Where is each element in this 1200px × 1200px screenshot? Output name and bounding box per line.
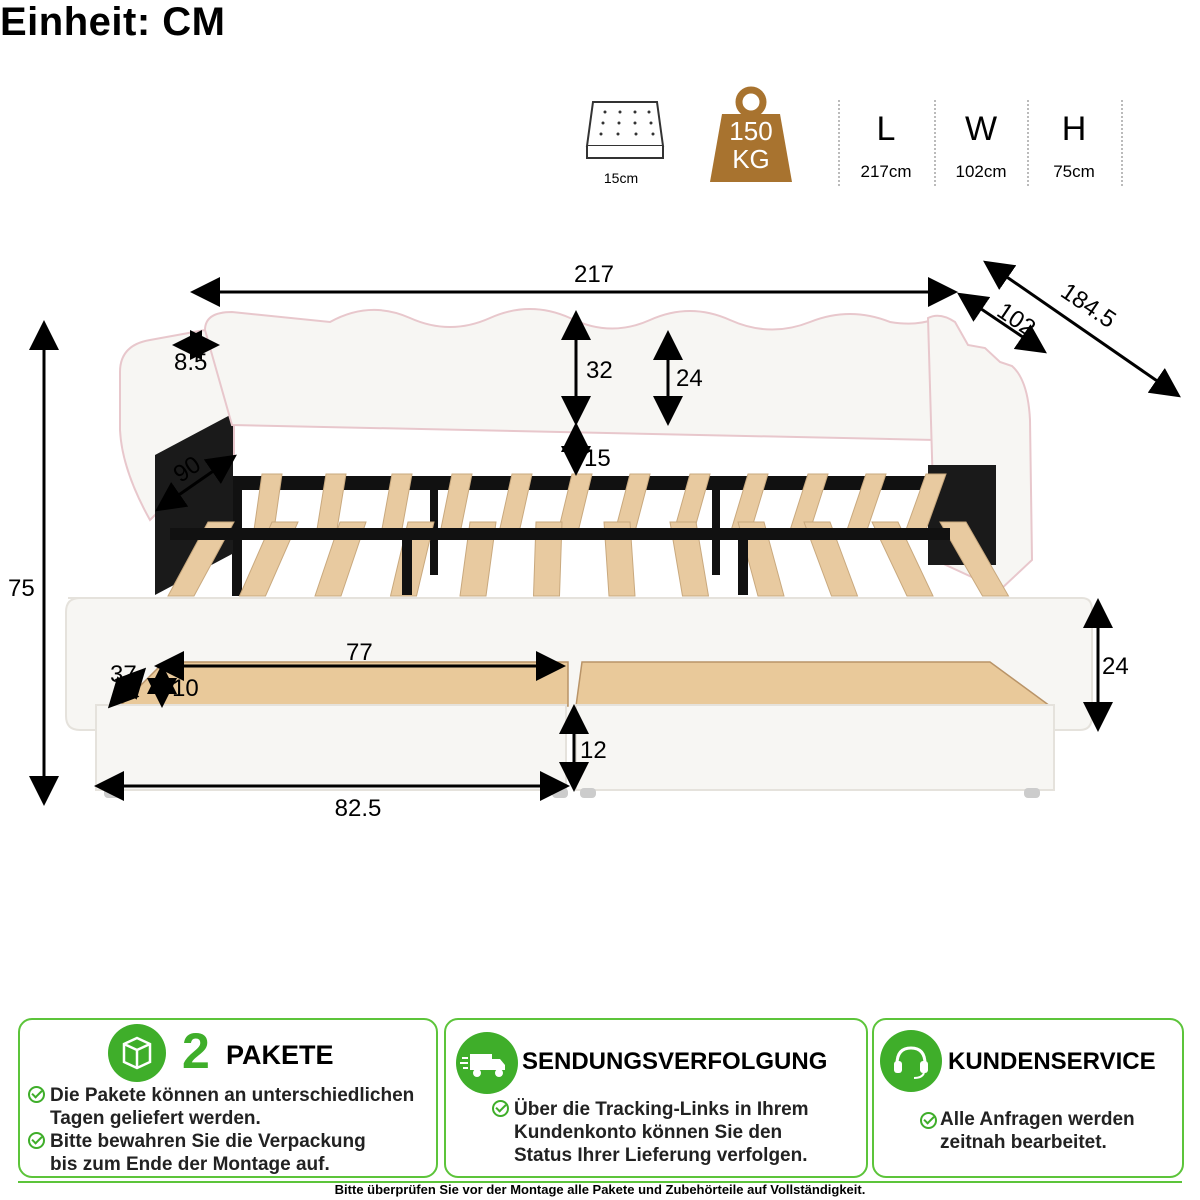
unit-title: Einheit: CM <box>0 0 226 44</box>
frame-leg <box>402 535 412 595</box>
slat <box>803 521 859 597</box>
front-frame-bar <box>170 528 950 540</box>
weight-icon <box>710 86 792 182</box>
dim-gap: 15 <box>584 445 611 472</box>
slat-group <box>167 473 1010 597</box>
height-value: 75cm <box>1053 162 1095 181</box>
daybed-diagram: 217 102 184.5 75 8.5 32 24 15 90 24 77 3… <box>8 260 1181 822</box>
service-panel: KUNDENSERVICE Alle Anfragen werden zeitn… <box>872 1018 1184 1178</box>
mattress-icon <box>585 101 665 159</box>
mattress-label: 15cm <box>603 170 639 186</box>
slat <box>389 521 435 597</box>
footer-note: Bitte überprüfen Sie vor der Montage all… <box>334 1182 866 1197</box>
left-drawer <box>95 661 569 798</box>
dim-total-height: 75 <box>8 575 35 602</box>
spec-divider <box>934 100 936 186</box>
packages-bullet-2: Bitte bewahren Sie die Verpackung bis zu… <box>50 1131 366 1175</box>
dim-depth: 102 <box>992 297 1040 342</box>
delivery-truck-icon <box>456 1032 518 1094</box>
dimension-lines <box>29 260 1181 806</box>
backrest <box>203 308 937 442</box>
right-drawer <box>575 661 1055 798</box>
length-value: 217cm <box>860 162 912 181</box>
check-icon <box>28 1132 45 1149</box>
packages-title: PAKETE <box>226 1040 334 1070</box>
slat <box>939 521 1010 597</box>
spec-divider <box>838 100 840 186</box>
slat <box>669 521 710 597</box>
weight-value: 150 <box>729 116 773 146</box>
weight-unit: KG <box>732 144 770 174</box>
packages-panel: 2 PAKETE Die Pakete können an unterschie… <box>18 1018 438 1178</box>
check-icon <box>492 1100 509 1117</box>
frame-leg <box>738 535 748 595</box>
footer-divider <box>18 1181 1182 1183</box>
spec-divider <box>1121 100 1123 186</box>
slat <box>532 521 563 597</box>
check-icon <box>28 1086 45 1103</box>
service-title: KUNDENSERVICE <box>948 1048 1156 1075</box>
dim-drawer-inner-depth: 37 <box>110 661 137 688</box>
dim-drawer-height: 12 <box>580 737 607 764</box>
tracking-title: SENDUNGSVERFOLGUNG <box>522 1048 828 1075</box>
slat <box>459 521 497 597</box>
mattress-spec: 15cm <box>575 96 667 188</box>
dim-trundle-height: 24 <box>1102 653 1129 680</box>
dim-drawer-inner-length: 77 <box>346 639 373 666</box>
dim-backrest-height: 32 <box>586 357 613 384</box>
dim-drawer-inner-height: 10 <box>172 675 199 702</box>
package-icon <box>108 1024 166 1082</box>
dim-backrest-inner: 24 <box>676 365 703 392</box>
tracking-panel: SENDUNGSVERFOLGUNG Über die Tracking-Lin… <box>444 1018 868 1178</box>
slat <box>603 521 636 597</box>
slat <box>314 521 367 597</box>
check-icon <box>920 1112 937 1129</box>
tracking-bullet-1: Über die Tracking-Links in Ihrem Kundenk… <box>514 1099 809 1166</box>
package-count: 2 <box>182 1023 210 1079</box>
width-heading: W <box>964 110 998 148</box>
slat <box>737 521 785 597</box>
headset-icon <box>880 1030 942 1092</box>
weight-badge: 150 KG <box>706 86 796 186</box>
slat <box>238 521 299 597</box>
width-value: 102cm <box>955 162 1007 181</box>
height-heading: H <box>1061 110 1087 148</box>
dim-armrest-width: 8.5 <box>174 349 207 376</box>
slat <box>871 521 934 597</box>
spec-divider <box>1027 100 1029 186</box>
dim-drawer-length: 82.5 <box>335 795 382 822</box>
packages-bullet-1: Die Pakete können an unterschiedlichen T… <box>50 1085 415 1129</box>
slat <box>167 521 235 597</box>
service-bullet-1: Alle Anfragen werden zeitnah bearbeitet. <box>940 1109 1135 1153</box>
dim-total-length: 217 <box>574 261 614 288</box>
dim-extended-depth: 184.5 <box>1056 278 1121 334</box>
length-heading: L <box>876 110 896 148</box>
